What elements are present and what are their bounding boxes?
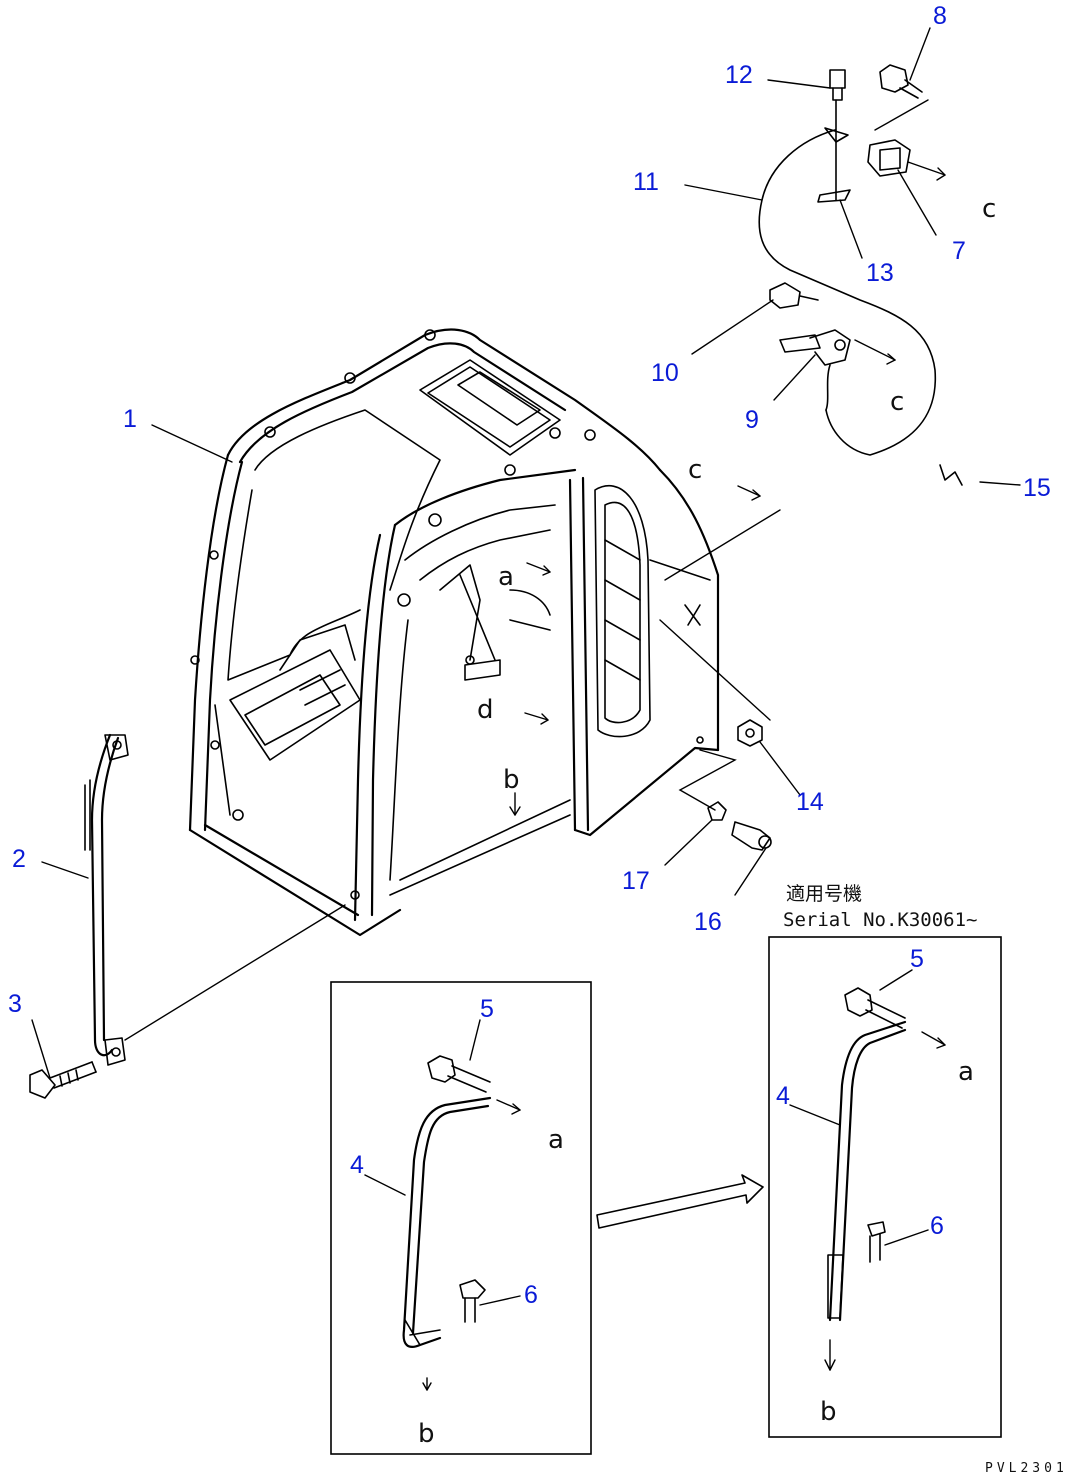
callout-13: 13 xyxy=(866,259,894,287)
bolt-6-left xyxy=(459,1279,486,1323)
callout-7: 7 xyxy=(952,237,966,265)
detail-box-right xyxy=(768,936,1002,1438)
ref-d-cab: d xyxy=(477,695,494,725)
bolt-16 xyxy=(731,821,772,851)
cab-frame xyxy=(188,328,761,937)
callout-14: 14 xyxy=(796,788,824,816)
ref-c-mid: c xyxy=(890,387,904,417)
washer-17 xyxy=(707,801,727,821)
bolt-5-left xyxy=(427,1055,491,1093)
ref-b-detail1: b xyxy=(418,1419,435,1449)
ref-b-detail2: b xyxy=(820,1397,837,1427)
ref-c-cab: c xyxy=(688,455,702,485)
bolt-12 xyxy=(829,69,846,101)
ref-a-detail2: a xyxy=(958,1057,974,1087)
switch-7 xyxy=(867,139,911,177)
callout-17: 17 xyxy=(622,867,650,895)
bolt-3 xyxy=(29,1061,97,1099)
callout-2: 2 xyxy=(12,845,26,873)
callout-4-left: 4 xyxy=(350,1151,364,1179)
callout-3: 3 xyxy=(8,990,22,1018)
callout-8: 8 xyxy=(933,2,947,30)
ref-a-cab: a xyxy=(498,562,514,592)
callout-12: 12 xyxy=(725,61,753,89)
callout-11: 11 xyxy=(633,168,659,196)
callout-15: 15 xyxy=(1023,474,1051,502)
handrail-4-right xyxy=(827,1020,907,1322)
ref-c-top: c xyxy=(982,194,996,224)
callout-9: 9 xyxy=(745,406,759,434)
handrail-4-left xyxy=(402,1096,492,1348)
bolt-5-right xyxy=(844,987,906,1029)
callout-6-left: 6 xyxy=(524,1281,538,1309)
callout-5-left: 5 xyxy=(480,995,494,1023)
bolt-6-right xyxy=(867,1221,886,1263)
callout-10: 10 xyxy=(651,359,679,387)
callout-4-right: 4 xyxy=(776,1082,790,1110)
callout-1: 1 xyxy=(123,405,137,433)
connector-10 xyxy=(769,282,819,309)
serial-note-number: Serial No.K30061~ xyxy=(783,909,977,931)
bolt-8 xyxy=(879,64,923,99)
ref-b-cab: b xyxy=(503,765,520,795)
switch-9 xyxy=(779,329,851,411)
nut-14 xyxy=(737,719,763,747)
grab-rail xyxy=(84,733,129,1066)
serial-note-title: 適用号機 xyxy=(786,883,862,905)
callout-5-right: 5 xyxy=(910,945,924,973)
detail-box-left xyxy=(330,981,592,1455)
callout-16: 16 xyxy=(694,908,722,936)
drawing-code: PVL2301 xyxy=(985,1461,1068,1476)
ref-a-detail1: a xyxy=(548,1125,564,1155)
callout-6-right: 6 xyxy=(930,1212,944,1240)
